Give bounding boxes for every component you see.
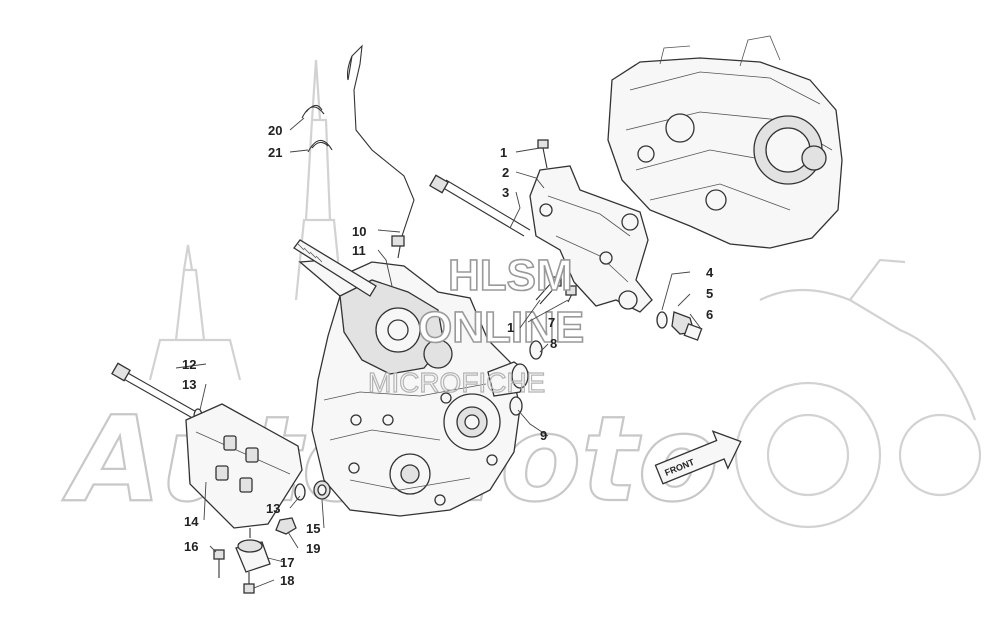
callout-13-right[interactable]: 13: [266, 501, 280, 516]
callout-13-left[interactable]: 13: [182, 377, 196, 392]
callout-1-top[interactable]: 1: [500, 145, 507, 160]
clip-20: [301, 104, 325, 119]
front-direction-arrow: FRONT: [654, 430, 742, 485]
motorcycle-watermark: [734, 258, 982, 529]
bolt-1-top: [537, 139, 549, 169]
callout-19[interactable]: 19: [306, 541, 320, 556]
watermark-line-3: MICROFICHE: [368, 367, 545, 398]
engine-mount-bracket: [529, 165, 653, 313]
callout-16[interactable]: 16: [184, 539, 198, 554]
gearcase-assembly: [298, 259, 521, 517]
front-output-coupler: [487, 361, 529, 397]
clip-21: [307, 139, 333, 153]
long-bolt-3: [429, 174, 531, 237]
callout-5[interactable]: 5: [706, 286, 713, 301]
callout-17[interactable]: 17: [280, 555, 294, 570]
output-shaft: [293, 239, 377, 297]
hlsm-watermark: HLSM ONLINE MICROFICHE: [367, 250, 585, 398]
washer-13: [294, 483, 306, 501]
callout-12[interactable]: 12: [182, 357, 196, 372]
callout-2[interactable]: 2: [502, 165, 509, 180]
bolt-16: [213, 549, 225, 578]
engine-assembly: [607, 35, 843, 249]
callout-10[interactable]: 10: [352, 224, 366, 239]
callout-7[interactable]: 7: [548, 315, 555, 330]
watermark-line-1: HLSM: [448, 251, 573, 300]
mount-hardware-4-6: [656, 311, 703, 341]
bolt-18: [243, 572, 255, 594]
support-plate-14: [185, 403, 303, 529]
callout-6[interactable]: 6: [706, 307, 713, 322]
bushing-15: [313, 480, 331, 500]
callout-20[interactable]: 20: [268, 123, 282, 138]
callout-labels: 1 1 2 3 4 5 6 7 8 9 10 11 12 13 13 14 15…: [182, 123, 714, 588]
callout-11[interactable]: 11: [352, 243, 366, 258]
nut-19: [275, 517, 297, 535]
callout-18[interactable]: 18: [280, 573, 294, 588]
skyline-watermark: [148, 59, 344, 381]
leader-lines: [175, 117, 703, 589]
callout-21[interactable]: 21: [268, 145, 282, 160]
callout-9[interactable]: 9: [540, 428, 547, 443]
isolator-mount-17: [235, 528, 271, 573]
callout-1-mid[interactable]: 1: [507, 320, 514, 335]
callout-15[interactable]: 15: [306, 521, 320, 536]
callout-4[interactable]: 4: [706, 265, 714, 280]
callout-14[interactable]: 14: [184, 514, 199, 529]
watermark-line-2: ONLINE: [418, 303, 584, 352]
callout-8[interactable]: 8: [550, 336, 557, 351]
callout-3[interactable]: 3: [502, 185, 509, 200]
bolt-1-mid: [535, 276, 577, 305]
dipstick-tube: [346, 44, 415, 259]
